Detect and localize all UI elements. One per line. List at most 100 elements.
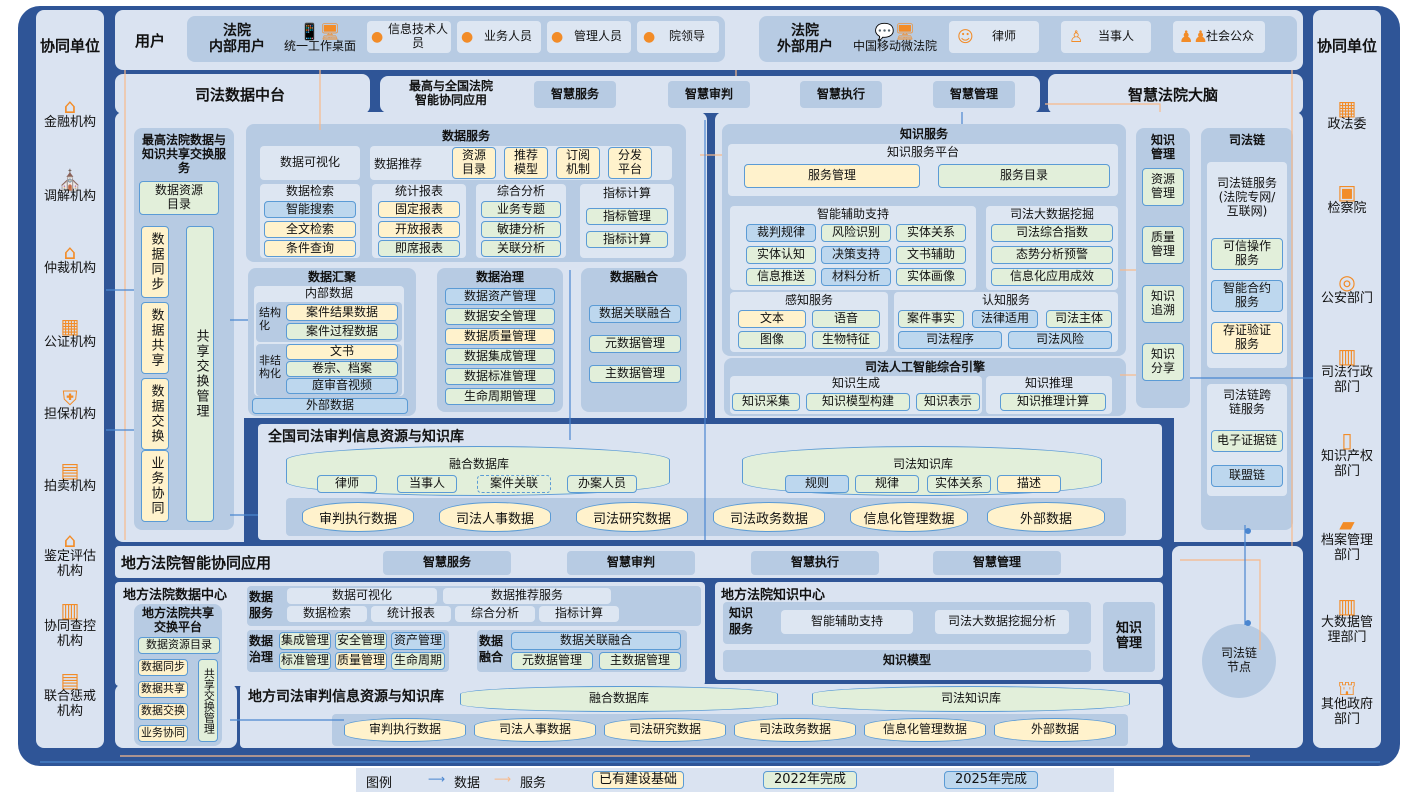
personnel-data[interactable]: 司法人事数据 (439, 502, 551, 532)
research-data[interactable]: 司法研究数据 (576, 502, 688, 532)
knowledge-sharing[interactable]: 知识分享 (1142, 343, 1184, 381)
case-process-data[interactable]: 案件过程数据 (286, 323, 398, 340)
local-knowledge-management[interactable]: 知识管理 (1103, 602, 1155, 672)
local-data-search[interactable]: 数据检索 (287, 606, 367, 622)
security-management[interactable]: 数据安全管理 (445, 308, 555, 325)
service-catalog[interactable]: 服务目录 (938, 164, 1110, 188)
local-knowledge-model[interactable]: 知识模型 (723, 650, 1091, 672)
unified-desk[interactable]: 📱🖥 统一工作桌面 (283, 22, 356, 54)
local-app-smart-service[interactable]: 智慧服务 (383, 551, 511, 575)
local-data-sync[interactable]: 数据同步 (138, 659, 188, 676)
knowledge-reasoning-calc[interactable]: 知识推理计算 (1000, 393, 1106, 411)
entity-case-handler[interactable]: 办案人员 (567, 475, 637, 493)
data-visualization[interactable]: 数据可视化 (260, 146, 360, 180)
evidence-verify-service[interactable]: 存证验证服务 (1211, 322, 1283, 354)
local-stat-report[interactable]: 统计报表 (371, 606, 451, 622)
local-business-collab[interactable]: 业务协同 (138, 725, 188, 742)
adhoc-report[interactable]: 即席报表 (378, 240, 460, 257)
role-business-staff[interactable]: ●业务人员 (457, 21, 541, 53)
dossier-archive-data[interactable]: 卷宗、档案 (286, 361, 398, 377)
entity-portrait[interactable]: 实体画像 (896, 268, 966, 286)
agile-analysis[interactable]: 敏捷分析 (481, 221, 561, 238)
role-party[interactable]: ♙当事人 (1061, 21, 1151, 53)
case-facts[interactable]: 案件事实 (898, 310, 964, 328)
external-data-store[interactable]: 外部数据 (987, 502, 1105, 532)
local-personnel-data[interactable]: 司法人事数据 (474, 718, 596, 742)
local-metadata-mgmt[interactable]: 元数据管理 (511, 652, 593, 670)
condition-query[interactable]: 条件查询 (264, 240, 356, 257)
asset-management[interactable]: 数据资产管理 (445, 288, 555, 305)
local-asset-mgmt[interactable]: 资产管理 (391, 632, 445, 650)
local-master-data-mgmt[interactable]: 主数据管理 (599, 652, 681, 670)
smart-contract-service[interactable]: 智能合约服务 (1211, 280, 1283, 312)
external-data[interactable]: 外部数据 (252, 398, 408, 414)
kb-entity-relations[interactable]: 实体关系 (927, 475, 991, 493)
kb-descriptions[interactable]: 描述 (997, 475, 1061, 493)
local-data-recommend[interactable]: 数据推荐服务 (443, 588, 611, 604)
local-index-calc[interactable]: 指标计算 (539, 606, 619, 622)
integration-management[interactable]: 数据集成管理 (445, 348, 555, 365)
local-knowledge-database[interactable]: 司法知识库 (812, 686, 1130, 712)
local-app-smart-management[interactable]: 智慧管理 (933, 551, 1061, 575)
local-comprehensive-analysis[interactable]: 综合分析 (455, 606, 535, 622)
knowledge-representation[interactable]: 知识表示 (916, 393, 980, 411)
trial-av-data[interactable]: 庭审音视频 (286, 378, 398, 394)
it-application-effect[interactable]: 信息化应用成效 (991, 268, 1113, 286)
local-resource-catalog[interactable]: 数据资源目录 (138, 637, 220, 654)
document-assist[interactable]: 文书辅助 (896, 246, 966, 264)
trusted-operation-service[interactable]: 可信操作服务 (1211, 238, 1283, 270)
entity-party[interactable]: 当事人 (397, 475, 457, 493)
app-smart-service[interactable]: 智慧服务 (534, 81, 616, 108)
metadata-management[interactable]: 元数据管理 (589, 335, 681, 353)
image-perception[interactable]: 图像 (738, 331, 806, 349)
judicial-subject[interactable]: 司法主体 (1046, 310, 1112, 328)
association-fusion[interactable]: 数据关联融合 (589, 305, 681, 323)
entity-cognition[interactable]: 实体认知 (746, 246, 816, 264)
consortium-chain[interactable]: 联盟链 (1211, 465, 1283, 487)
local-app-smart-execution[interactable]: 智慧执行 (751, 551, 879, 575)
fixed-report[interactable]: 固定报表 (378, 201, 460, 218)
local-association-fusion[interactable]: 数据关联融合 (511, 632, 681, 650)
data-resource-catalog[interactable]: 数据资源目录 (139, 181, 219, 215)
decision-support[interactable]: 决策支持 (821, 246, 891, 264)
role-leaders[interactable]: ●院领导 (637, 21, 719, 53)
judicial-procedure[interactable]: 司法程序 (898, 331, 1002, 349)
local-quality-mgmt[interactable]: 质量管理 (335, 652, 387, 670)
text-perception[interactable]: 文本 (738, 310, 806, 328)
knowledge-model-build[interactable]: 知识模型构建 (806, 393, 910, 411)
judicial-risk[interactable]: 司法风险 (1008, 331, 1112, 349)
local-data-visualization[interactable]: 数据可视化 (287, 588, 437, 604)
documents-data[interactable]: 文书 (286, 344, 398, 360)
local-integration-mgmt[interactable]: 集成管理 (279, 632, 331, 650)
local-research-data[interactable]: 司法研究数据 (604, 718, 726, 742)
knowledge-tracing[interactable]: 知识追溯 (1142, 285, 1184, 323)
open-report[interactable]: 开放报表 (378, 221, 460, 238)
local-fusion-database[interactable]: 融合数据库 (460, 686, 778, 712)
situation-warning[interactable]: 态势分析预警 (991, 246, 1113, 264)
business-topic[interactable]: 业务专题 (481, 201, 561, 218)
entity-lawyer[interactable]: 律师 (317, 475, 377, 493)
local-gov-affairs-data[interactable]: 司法政务数据 (734, 718, 856, 742)
knowledge-collection[interactable]: 知识采集 (732, 393, 800, 411)
service-management[interactable]: 服务管理 (744, 164, 920, 188)
kb-rules[interactable]: 规则 (785, 475, 849, 493)
fulltext-search[interactable]: 全文检索 (264, 221, 356, 238)
chain-node[interactable]: 司法链节点 (1202, 624, 1276, 698)
standard-management[interactable]: 数据标准管理 (445, 368, 555, 385)
quality-management[interactable]: 数据质量管理 (445, 328, 555, 345)
local-it-mgmt-data[interactable]: 信息化管理数据 (864, 718, 986, 742)
role-lawyer[interactable]: ☺律师 (949, 21, 1039, 53)
voice-perception[interactable]: 语音 (812, 310, 880, 328)
local-standard-mgmt[interactable]: 标准管理 (279, 652, 331, 670)
knowledge-database[interactable]: 司法知识库 规则 规律 实体关系 描述 (742, 446, 1102, 496)
smart-search[interactable]: 智能搜索 (264, 201, 356, 218)
entity-case-link[interactable]: 案件关联 (477, 475, 551, 493)
judgment-rules[interactable]: 裁判规律 (746, 224, 816, 242)
data-share[interactable]: 数据共享 (141, 302, 169, 374)
local-big-data-mining[interactable]: 司法大数据挖掘分析 (935, 610, 1069, 634)
entity-relation[interactable]: 实体关系 (896, 224, 966, 242)
local-exchange-mgmt[interactable]: 共享交换管理 (198, 659, 218, 742)
role-it-staff[interactable]: ●信息技术人员 (367, 21, 451, 53)
local-app-smart-trial[interactable]: 智慧审判 (567, 551, 695, 575)
data-sync[interactable]: 数据同步 (141, 226, 169, 298)
